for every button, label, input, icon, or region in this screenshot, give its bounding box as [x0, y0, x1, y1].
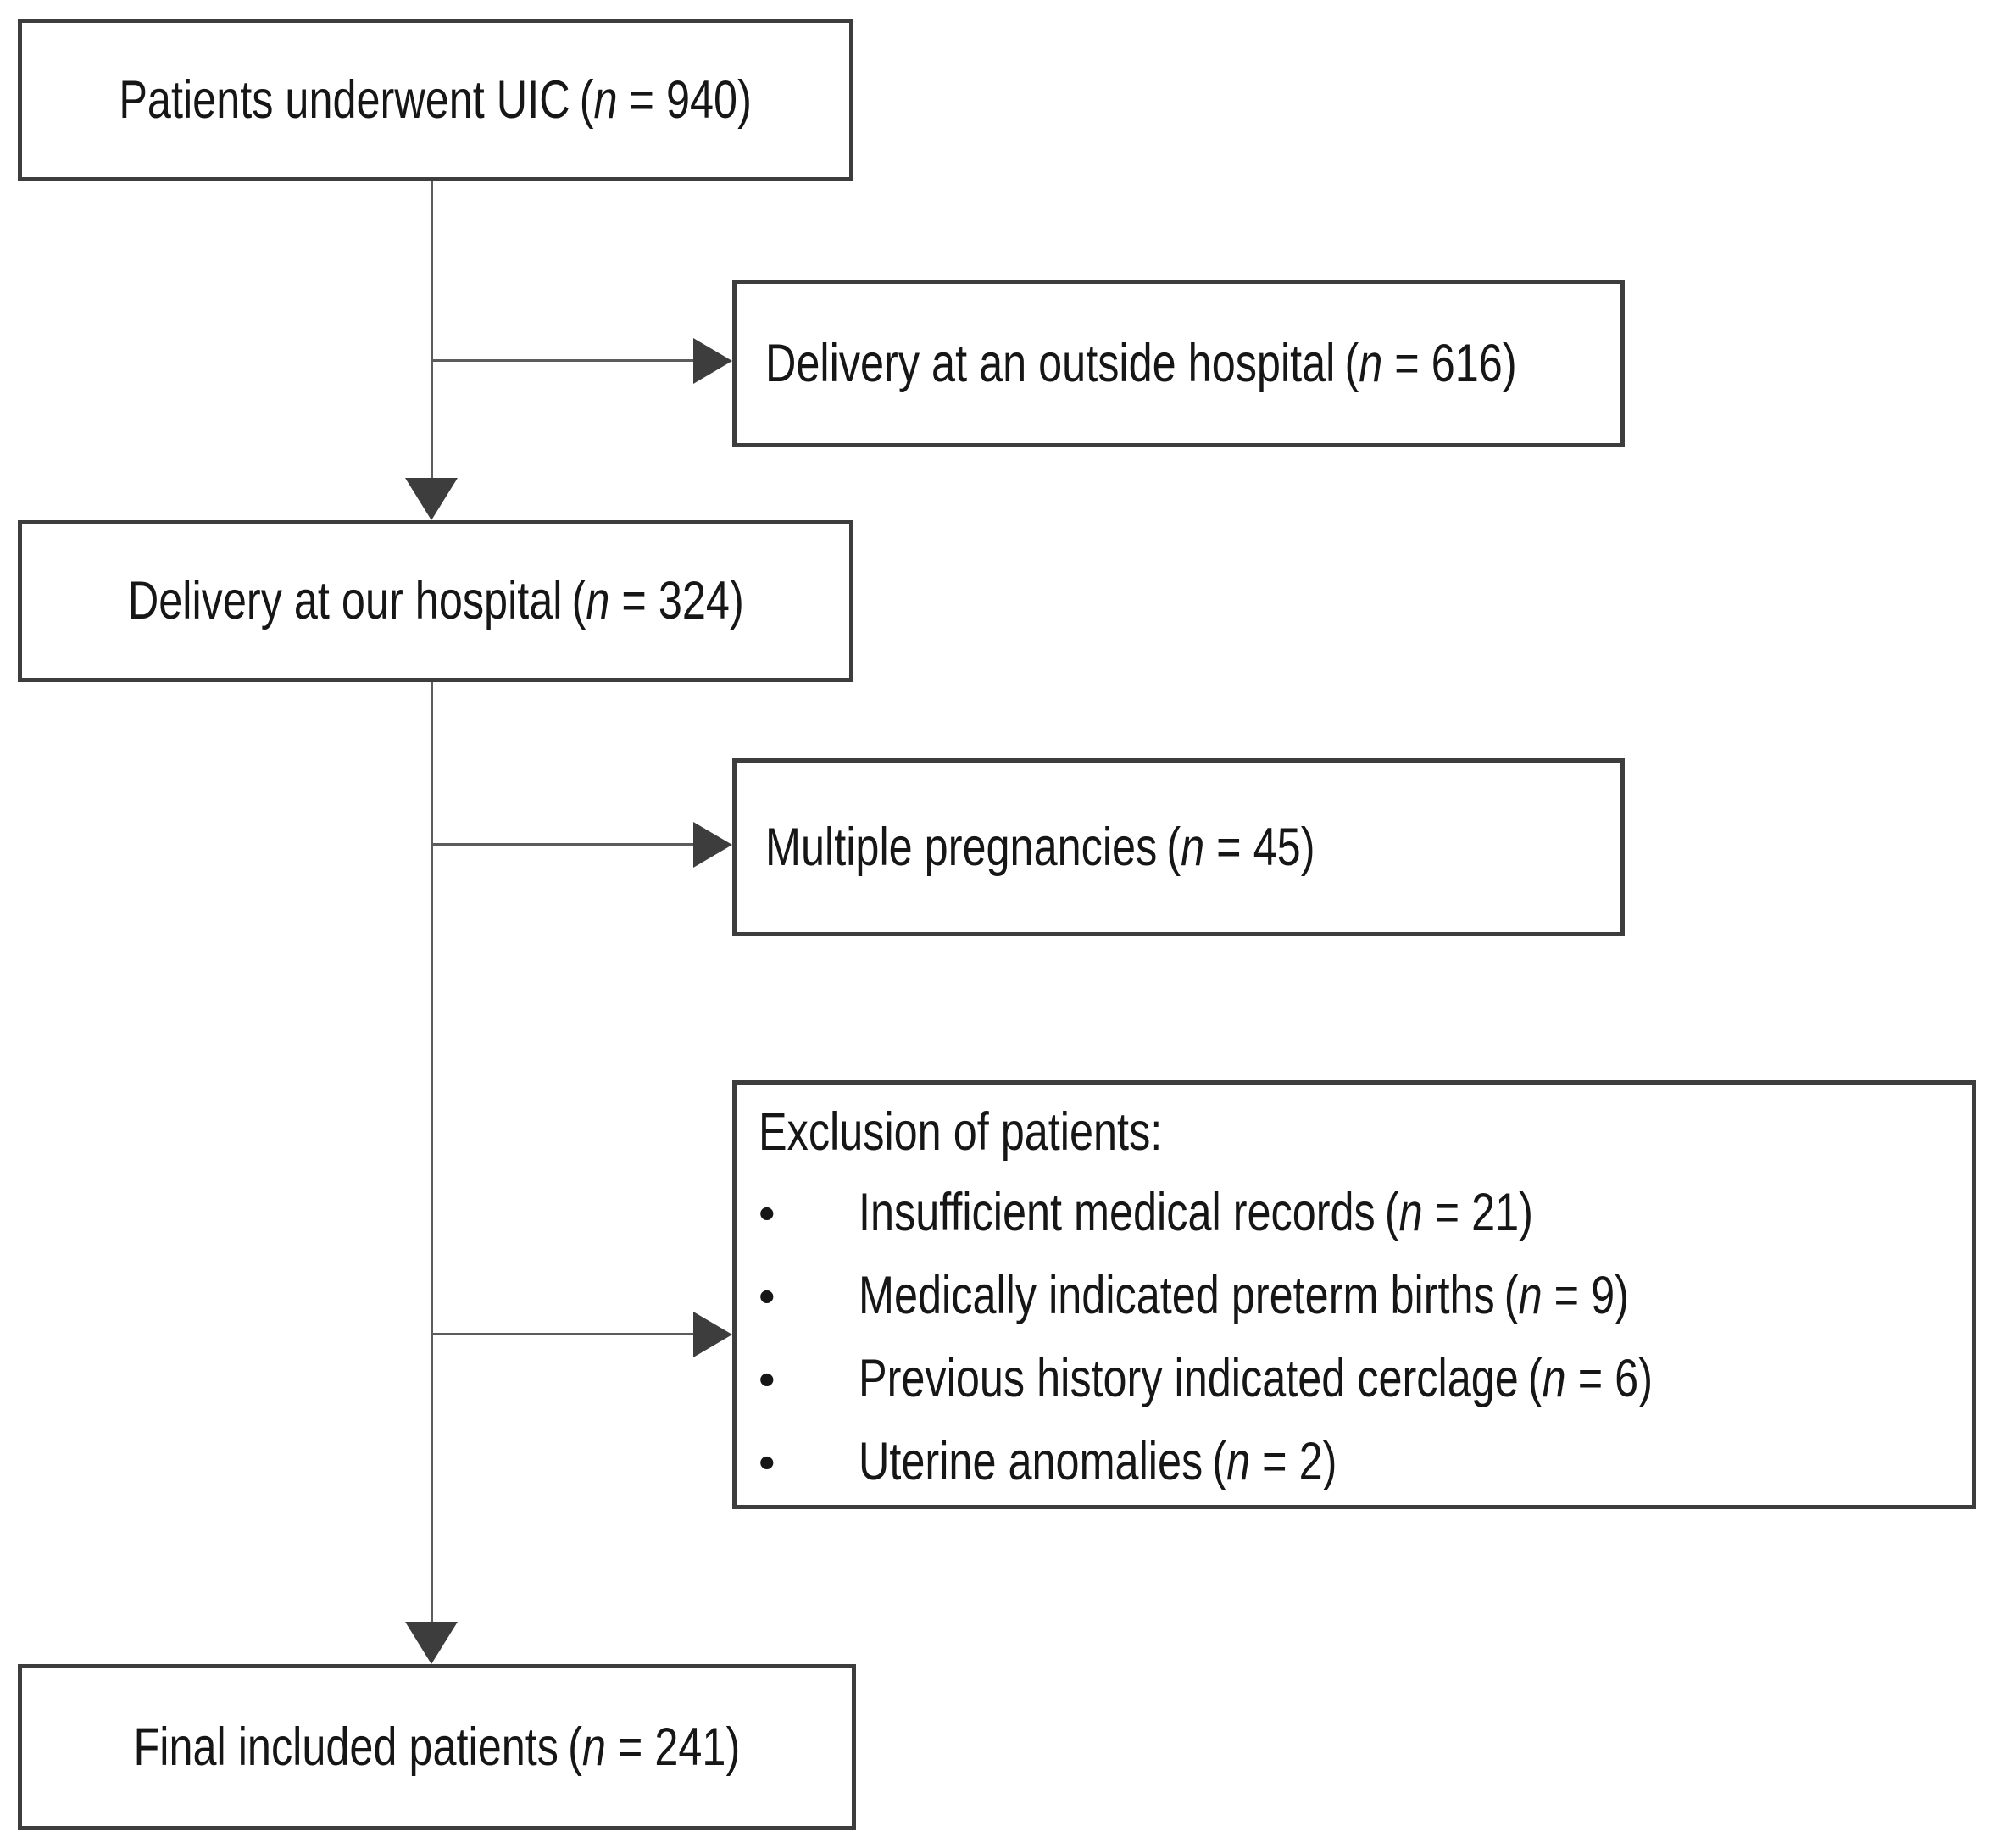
- exclusion-item: • Insufficient medical records(n = 21): [759, 1171, 1972, 1254]
- n-count: 21: [1471, 1182, 1520, 1242]
- bullet-icon: •: [759, 1268, 775, 1323]
- connector-branch-exclusion: [432, 1333, 695, 1335]
- arrowhead-right-multiple-pregnancies-icon: [693, 822, 732, 868]
- box-text: Final included patients(n = 241): [134, 1717, 741, 1778]
- box-text: Delivery at an outside hospital(n = 616): [765, 333, 1517, 394]
- bullet-icon: •: [759, 1185, 775, 1240]
- n-expression: (n = 2): [1212, 1431, 1337, 1491]
- box-label: Final included patients: [133, 1717, 559, 1777]
- box-label: Delivery at our hospital: [127, 571, 563, 631]
- n-expression: (n = 940): [580, 69, 753, 130]
- exclusion-title: Exclusion of patients:: [759, 1102, 1163, 1162]
- exclusion-item-text: Medically indicated preterm births(n = 9…: [859, 1265, 1629, 1326]
- flow-box-exclusion: Exclusion of patients: • Insufficient me…: [732, 1080, 1976, 1509]
- flow-box-outside-hospital: Delivery at an outside hospital(n = 616): [732, 280, 1625, 447]
- box-label: Delivery at an outside hospital: [765, 333, 1336, 393]
- box-text: Delivery at our hospital(n = 324): [128, 570, 744, 631]
- arrowhead-down-final-icon: [405, 1622, 458, 1664]
- n-expression: (n = 21): [1384, 1182, 1533, 1242]
- flow-box-multiple-pregnancies: Multiple pregnancies(n = 45): [732, 758, 1625, 936]
- box-text: Patients underwent UIC(n = 940): [120, 69, 753, 130]
- exclusion-item-text: Previous history indicated cerclage(n = …: [859, 1348, 1653, 1409]
- n-count: 45: [1253, 817, 1301, 877]
- n-count: 2: [1298, 1431, 1323, 1491]
- connector-branch-outside-hospital: [432, 359, 695, 362]
- n-count: 616: [1431, 333, 1503, 393]
- box-text: Multiple pregnancies(n = 45): [765, 817, 1315, 878]
- n-count: 324: [658, 571, 730, 631]
- arrowhead-down-our-hospital-icon: [405, 478, 458, 520]
- n-count: 9: [1591, 1265, 1615, 1325]
- flow-box-our-hospital: Delivery at our hospital(n = 324): [18, 520, 853, 682]
- exclusion-item: • Previous history indicated cerclage(n …: [759, 1337, 1972, 1420]
- connector-our-hospital-to-final: [431, 682, 433, 1624]
- exclusion-item: • Uterine anomalies(n = 2): [759, 1420, 1972, 1503]
- bullet-icon: •: [759, 1435, 775, 1489]
- exclusion-item-text: Uterine anomalies(n = 2): [859, 1431, 1337, 1492]
- n-expression: (n = 241): [568, 1717, 741, 1777]
- exclusion-item: • Medically indicated preterm births(n =…: [759, 1254, 1972, 1337]
- box-label: Multiple pregnancies: [765, 817, 1158, 877]
- arrowhead-right-exclusion-icon: [693, 1312, 732, 1357]
- bullet-icon: •: [759, 1351, 775, 1406]
- n-expression: (n = 616): [1344, 333, 1517, 393]
- arrowhead-right-outside-hospital-icon: [693, 338, 732, 384]
- n-count: 940: [666, 69, 738, 130]
- box-label: Patients underwent UIC: [119, 69, 571, 130]
- flow-box-final-included: Final included patients(n = 241): [18, 1664, 856, 1830]
- exclusion-item-label: Uterine anomalies: [859, 1431, 1203, 1491]
- exclusion-item-label: Insufficient medical records: [859, 1182, 1376, 1242]
- n-count: 241: [654, 1717, 726, 1777]
- exclusion-title-row: Exclusion of patients:: [759, 1093, 1972, 1171]
- connector-underwent-to-our-hospital: [431, 181, 433, 482]
- exclusion-item-label: Medically indicated preterm births: [859, 1265, 1495, 1325]
- connector-branch-multiple-pregnancies: [432, 843, 695, 846]
- flow-box-patients-underwent-uic: Patients underwent UIC(n = 940): [18, 19, 853, 181]
- n-expression: (n = 9): [1504, 1265, 1629, 1325]
- exclusion-item-label: Previous history indicated cerclage: [859, 1348, 1519, 1408]
- n-expression: (n = 324): [571, 571, 744, 631]
- n-count: 6: [1615, 1348, 1639, 1408]
- n-expression: (n = 45): [1166, 817, 1315, 877]
- exclusion-item-text: Insufficient medical records(n = 21): [859, 1182, 1533, 1243]
- n-expression: (n = 6): [1527, 1348, 1653, 1408]
